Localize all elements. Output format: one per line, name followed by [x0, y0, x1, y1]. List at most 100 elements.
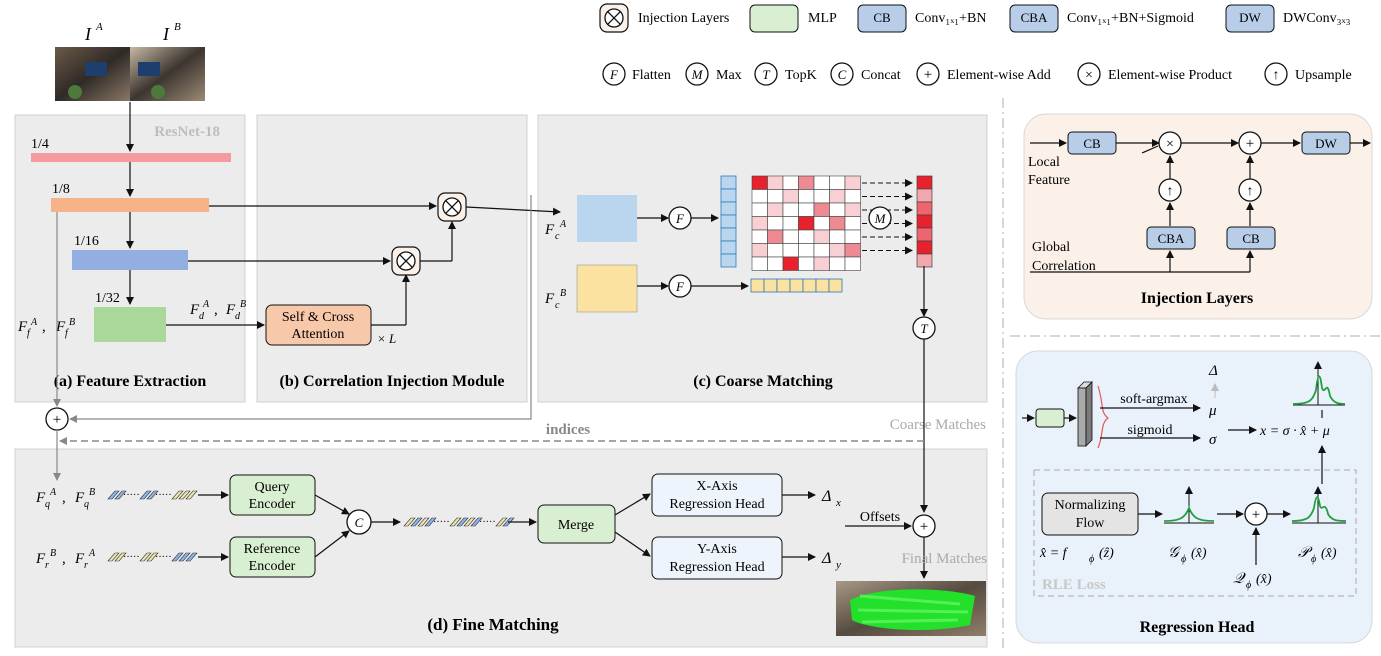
max-legend-icon	[685, 62, 709, 86]
heatmap-cell	[829, 175, 846, 190]
reference-tokens: ····· ·····	[107, 552, 198, 563]
fd-a-sub: d	[199, 311, 205, 322]
merge-label: Merge	[558, 518, 594, 533]
soft-argmax-label: soft-argmax	[1120, 392, 1187, 407]
token-ellipsis: ·····	[123, 552, 140, 563]
heatmap-cell	[751, 256, 768, 271]
ff-b-label: F	[55, 319, 66, 335]
coarse-matches-label: Coarse Matches	[890, 417, 986, 433]
token-ellipsis: ·····	[155, 490, 172, 501]
query-token	[146, 490, 159, 500]
heatmap-cell	[782, 216, 799, 231]
heatmap-cell	[844, 189, 861, 204]
injection-panel-bg	[1023, 113, 1373, 320]
q-phi: 𝒬	[1233, 571, 1246, 587]
row-b-cell	[750, 278, 765, 293]
input-images: I A I B	[55, 21, 205, 101]
reg-feature-slab	[1077, 381, 1093, 447]
fq-a-sub: q	[45, 499, 50, 510]
legend: Injection Layers MLP CB Conv₁ₓ₁+BN CBA C…	[599, 3, 1352, 86]
max-node-sym: M	[874, 211, 887, 226]
p-phi-sub: ϕ	[1311, 554, 1316, 565]
y-axis-head-line2: Regression Head	[669, 560, 764, 575]
heatmap-cell	[798, 216, 815, 231]
column-a-cell	[720, 188, 737, 203]
injection-layers-panel: CB Local Feature × + DW ↑ CBA ↑ CB Globa…	[1023, 113, 1373, 320]
delta-x: Δ	[821, 488, 831, 505]
attention-line2: Attention	[292, 327, 345, 342]
product-legend-icon	[1077, 62, 1101, 86]
ball-a	[68, 85, 82, 99]
flatten-legend-icon	[602, 62, 626, 86]
attention-repeat: × L	[377, 331, 396, 346]
ff-comma: ,	[42, 319, 46, 335]
max-score-column	[916, 175, 933, 268]
heatmap-cell	[767, 256, 784, 271]
heatmap-cell	[782, 256, 799, 271]
indices-label: indices	[546, 422, 590, 438]
inj-dw-label: DW	[1315, 136, 1337, 151]
fd-a-sup: A	[202, 299, 210, 310]
ff-a-label: F	[17, 319, 28, 335]
fc-a-sup: A	[559, 219, 567, 230]
scale-1-8: 1/8	[52, 182, 70, 197]
inj-cb-bottom	[1226, 226, 1276, 250]
legend-injection-label: Injection Layers	[638, 11, 729, 26]
fr-b-label: F	[35, 551, 46, 567]
add-node-indices-sym: +	[53, 412, 61, 428]
q-phi-sub: ϕ	[1246, 580, 1251, 591]
column-a-cell	[720, 175, 737, 190]
row-b-cell	[763, 278, 778, 293]
normalizing-flow-line2: Flow	[1076, 516, 1106, 531]
legend-concat-label: Concat	[861, 68, 901, 83]
heatmap-cell	[798, 229, 815, 244]
injection-node-lower	[391, 246, 421, 276]
reg-formula: x = σ · x̂ + μ	[1259, 424, 1330, 439]
delta-y-sub: y	[835, 559, 841, 571]
heatmap-cell	[751, 243, 768, 258]
token-ellipsis: ·····	[479, 517, 496, 528]
upsample-legend-icon	[1264, 62, 1288, 86]
injection-legend-icon	[599, 3, 629, 33]
injection-panel-title: Injection Layers	[1141, 290, 1253, 307]
fc-a-sub: c	[555, 231, 560, 242]
heatmap-cell	[798, 202, 815, 217]
legend-mlp-swatch	[749, 4, 799, 33]
feature-s8-strip	[51, 198, 209, 212]
y-axis-head	[651, 536, 783, 580]
legend-cba-swatch	[1009, 4, 1059, 33]
attention-line1: Self & Cross	[282, 310, 354, 325]
fc-b-sup: B	[560, 288, 566, 299]
topk-node-sym: T	[920, 321, 928, 336]
heatmap-cell	[829, 243, 846, 258]
reg-sigma: σ	[1209, 432, 1217, 448]
concat-token	[410, 517, 423, 527]
reference-token	[146, 552, 159, 562]
fr-b-sub: r	[45, 560, 49, 571]
rle-loss-box	[1033, 469, 1357, 597]
concat-legend-symbol: C	[838, 67, 847, 82]
concat-node-sym: C	[355, 515, 364, 530]
topk-legend-icon	[754, 62, 778, 86]
reg-brace	[1097, 385, 1109, 449]
injection-node-upper	[437, 192, 467, 222]
heatmap-cell	[829, 216, 846, 231]
flatten-legend-symbol: F	[609, 67, 619, 82]
scale-1-16: 1/16	[74, 234, 99, 249]
inj-cb-bottom-label: CB	[1242, 231, 1260, 246]
heatmap-cell	[767, 202, 784, 217]
flattened-a-column	[720, 175, 737, 268]
token-ellipsis: ·····	[155, 552, 172, 563]
panel-fine-matching	[14, 448, 988, 648]
token-ellipsis: ·····	[123, 490, 140, 501]
concat-legend-icon	[830, 62, 854, 86]
heatmap-cell	[844, 175, 861, 190]
query-token	[114, 490, 127, 500]
token-ellipsis: ·····	[433, 517, 450, 528]
query-encoder-line2: Encoder	[249, 497, 296, 512]
reference-token	[114, 552, 127, 562]
reference-token	[171, 552, 184, 562]
monitor-a	[85, 62, 107, 76]
feature-s16-strip	[72, 250, 188, 270]
